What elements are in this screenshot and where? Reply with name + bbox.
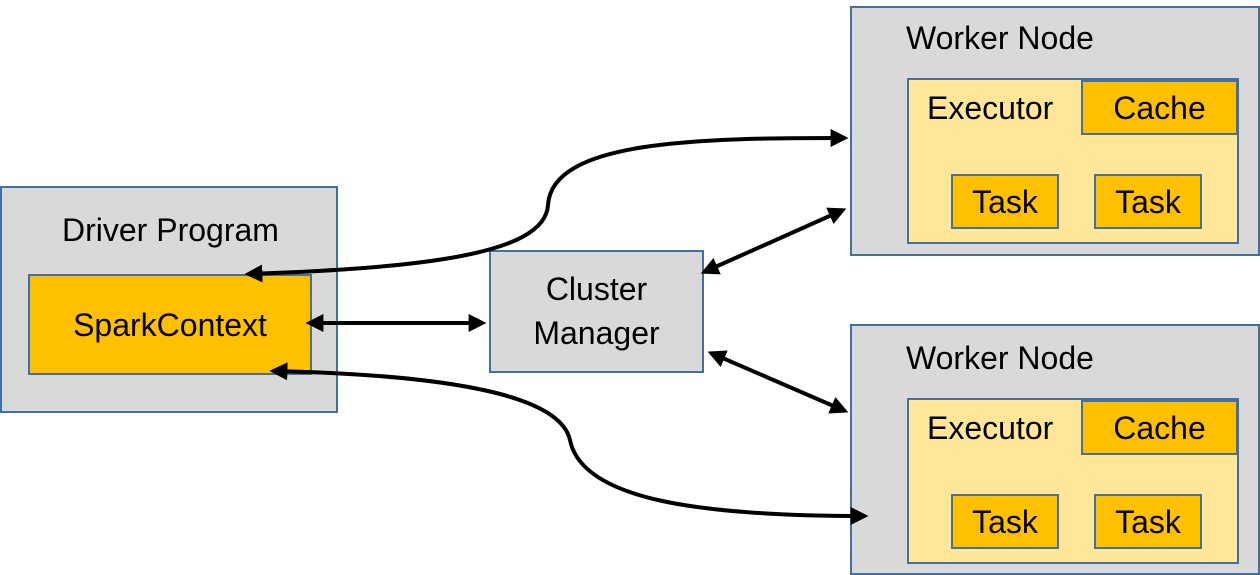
cache-box: Cache: [1081, 400, 1238, 455]
cache-label: Cache: [1113, 409, 1206, 446]
task-label: Task: [1115, 503, 1181, 540]
driver-program-title: Driver Program: [62, 212, 279, 248]
worker-node-title: Worker Node: [906, 340, 1094, 376]
executor-label: Executor: [927, 90, 1054, 126]
executor-box: Executor Cache Task Task: [907, 78, 1239, 244]
executor-label: Executor: [927, 410, 1054, 446]
cache-label: Cache: [1113, 89, 1206, 126]
manager-worker2-arrow: [707, 350, 849, 414]
cache-box: Cache: [1081, 80, 1238, 135]
worker-node-1: Worker Node Executor Cache Task Task: [850, 6, 1260, 256]
spark-context-label: SparkContext: [73, 306, 267, 343]
context-worker2-arrow: [269, 362, 869, 525]
worker-node-title: Worker Node: [906, 20, 1094, 56]
spark-context-box: SparkContext: [28, 274, 312, 375]
task-box: Task: [951, 494, 1059, 549]
executor-box: Executor Cache Task Task: [907, 398, 1239, 564]
worker-node-2: Worker Node Executor Cache Task Task: [850, 324, 1260, 575]
context-worker1-arrow: [244, 129, 849, 283]
task-label: Task: [972, 183, 1038, 220]
task-label: Task: [972, 503, 1038, 540]
task-label: Task: [1115, 183, 1181, 220]
cluster-manager-line2: Manager: [533, 314, 660, 351]
task-box: Task: [1094, 174, 1202, 229]
task-box: Task: [951, 174, 1059, 229]
manager-worker1-arrow: [700, 207, 847, 275]
task-box: Task: [1094, 494, 1202, 549]
